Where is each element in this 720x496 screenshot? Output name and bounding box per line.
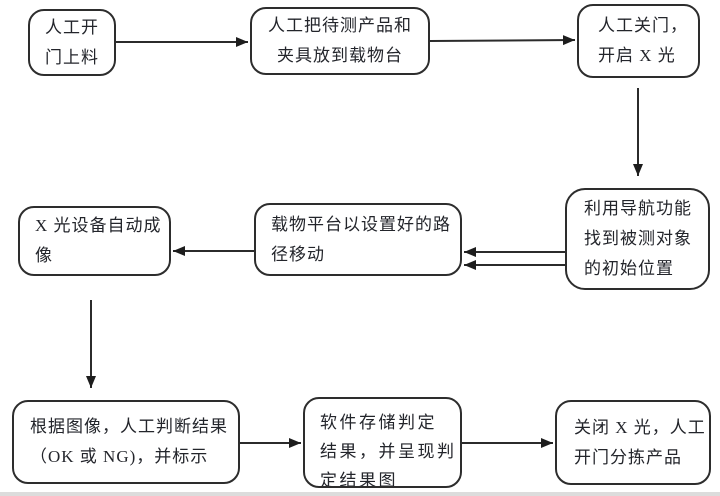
node-xray-off-sort-label: 关闭 X 光，人工 开门分拣产品 xyxy=(574,417,706,467)
node-stage-moves-path-label: 载物平台以设置好的路 径移动 xyxy=(271,214,451,264)
node-close-door-xray-on: 人工关门， 开启 X 光 xyxy=(577,4,700,78)
node-place-product: 人工把待测产品和 夹具放到载物台 xyxy=(250,7,430,75)
node-place-product-label: 人工把待测产品和 夹具放到载物台 xyxy=(268,16,412,65)
node-manual-judge-result-label: 根据图像，人工判断结果 （OK 或 NG)，并标示 xyxy=(30,417,228,466)
node-xray-auto-imaging-label: X 光设备自动成 像 xyxy=(35,216,162,265)
node-software-store-result-label: 软件存储判定 结果，并呈现判 定结果图 xyxy=(320,413,457,488)
node-software-store-result: 软件存储判定 结果，并呈现判 定结果图 xyxy=(303,397,462,488)
node-xray-off-sort: 关闭 X 光，人工 开门分拣产品 xyxy=(555,400,711,485)
node-navigate-initial-label: 利用导航功能 找到被测对象 的初始位置 xyxy=(584,199,692,278)
arrow-place-to-closedoor xyxy=(429,35,576,46)
node-close-door-xray-on-label: 人工关门， 开启 X 光 xyxy=(598,16,688,65)
node-xray-auto-imaging: X 光设备自动成 像 xyxy=(18,206,171,276)
node-manual-load-label: 人工开 门上料 xyxy=(45,17,99,67)
node-navigate-initial-position: 利用导航功能 找到被测对象 的初始位置 xyxy=(565,188,710,290)
image-bottom-edge xyxy=(0,492,720,496)
node-manual-load: 人工开 门上料 xyxy=(28,9,116,76)
node-manual-judge-result: 根据图像，人工判断结果 （OK 或 NG)，并标示 xyxy=(12,400,240,484)
node-stage-moves-path: 载物平台以设置好的路 径移动 xyxy=(254,203,462,276)
